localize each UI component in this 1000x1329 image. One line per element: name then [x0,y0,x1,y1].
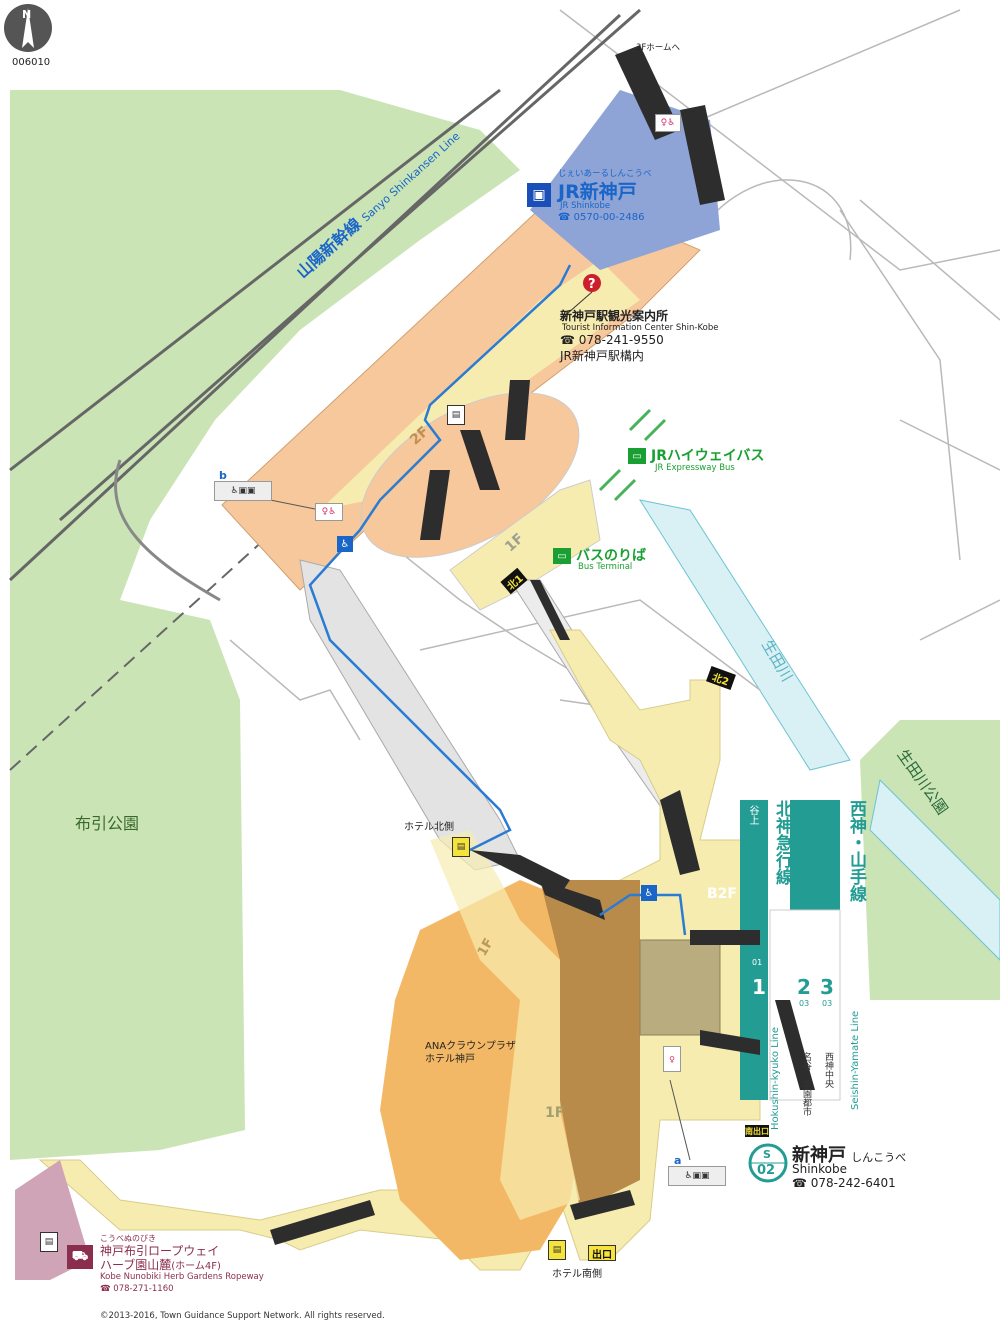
phone-icon: ☎ [560,333,579,347]
platform-2-code: 03 [799,999,810,1008]
hokushin-line-bar [740,800,768,1100]
platform-1-number: 1 [752,975,766,999]
subway-code-num: 02 [757,1163,776,1178]
jr-station-kana: じぇいあーるしんこうべ [558,169,652,179]
hotel-tower [540,880,640,1210]
info-center-name-en: Tourist Information Center Shin-Kobe [562,323,719,333]
restroom-icon-b2f: ♀ [663,1046,681,1072]
concourse-1f [449,479,601,611]
facility-b-icons[interactable]: ♿▣▣ [214,481,272,501]
facility-a-label: a [674,1154,682,1167]
ropeway-sub-name: ハーブ園山麓 [100,1258,172,1272]
platform-1-code: 01 [752,958,763,967]
to-3f-platform-label: 3Fホームへ [636,43,681,53]
nunobiki-park-area [10,90,520,1160]
jr-gate-area [530,90,720,270]
ropeway-name[interactable]: 神戸布引ロープウェイ [100,1244,220,1258]
ikuta-river [638,499,851,771]
ropeway-phone: ☎ 078-271-1160 [100,1284,174,1294]
hokushin-line-label[interactable]: 北神急行線 [772,800,792,885]
platform-3-number: 3 [820,975,834,999]
exit-south-badge[interactable]: 南出口 [745,1125,769,1137]
svg-text:?: ? [588,277,596,292]
wheelchair-icon-2f: ♿ [337,536,353,552]
subway-concourse-box [639,939,721,1036]
ropeway-kana: こうべぬのびき [100,1234,156,1243]
platform-3-destination: 西神中央 [823,1052,833,1088]
phone-icon: ☎ [100,1284,114,1294]
info-marker[interactable] [583,274,601,292]
platform-2-number: 2 [797,975,811,999]
subway-code-line: S [763,1148,771,1161]
restroom-icon: ♀♿ [315,503,343,521]
floor-1f-south-label: 1F [545,1105,565,1121]
seishin-line-bar [790,800,840,910]
nunobiki-park-label: 布引公園 [75,814,140,833]
info-center-phone: ☎ 078-241-9550 [560,333,664,347]
ropeway-sub-floor: (ホーム4F) [171,1261,221,1272]
ropeway-name-en: Kobe Nunobiki Herb Gardens Ropeway [100,1272,264,1282]
subway-station-phone-number: 078-242-6401 [810,1176,896,1190]
jr-station-name[interactable]: JR新神戸 [558,181,637,203]
seishin-line-en: Seishin-Yamate Line [850,1010,861,1110]
ikuta-river-lower [869,778,1000,961]
elevator-icon-ropeway[interactable]: ▤ [40,1232,58,1252]
elevator-icon-2f[interactable]: ▤ [447,405,465,425]
exit-badge[interactable]: 出口 [588,1245,616,1261]
compass-north-label: N [22,8,32,21]
jr-train-icon[interactable]: ▣ [527,183,551,207]
phone-icon: ☎ [558,212,574,223]
info-center-phone-number: 078-241-9550 [578,333,664,347]
hotel-south-label: ホテル南側 [552,1269,602,1280]
bus-icon: ▭ [628,448,646,464]
phone-icon: ☎ [792,1176,811,1190]
platform-2-destination: 名谷 学園都市 [801,1052,811,1116]
map-code: 006010 [12,57,51,68]
jr-station-phone: ☎ 0570-00-2486 [558,212,644,223]
hokushin-line-en: Hokushin-kyuko Line [770,1027,781,1130]
subway-station-name-en: Shinkobe [792,1162,848,1176]
jr-station-phone-number: 0570-00-2486 [573,212,645,223]
ropeway-sub: ハーブ園山麓(ホーム4F) [100,1256,221,1273]
facility-b-label: b [219,469,227,482]
platform-3-code: 03 [822,999,833,1008]
subway-station-phone: ☎ 078-242-6401 [792,1176,896,1190]
wheelchair-icon-b2f: ♿ [641,885,657,901]
subway-station-kana: しんこうべ [851,1151,907,1164]
info-center-location: JR新神戸駅構内 [560,349,644,363]
floor-b2f-label: B2F [707,886,737,902]
facility-a-icons[interactable]: ♿▣▣ [668,1166,726,1186]
subway-station-name-ja: 新神戸 [792,1145,846,1166]
elevator-icon-hotel-north[interactable]: ▤ [452,837,470,857]
bus-terminal-icon: ▭ [553,548,571,564]
elevator-icon-hotel-south[interactable]: ▤ [548,1240,566,1260]
info-center-name[interactable]: 新神戸駅観光案内所 [560,309,669,323]
restroom-icon-jr: ♀♿ [655,114,681,132]
copyright: ©2013-2016, Town Guidance Support Networ… [100,1311,385,1321]
bus-terminal-label[interactable]: バスのりば [576,548,646,564]
expressway-bus-label[interactable]: JRハイウェイバス [651,448,765,464]
hotel-name-line2[interactable]: ホテル神戸 [425,1054,475,1065]
ropeway-phone-number: 078-271-1160 [113,1284,174,1294]
hotel-name-line1[interactable]: ANAクラウンプラザ [425,1041,516,1052]
ropeway-icon[interactable]: ⛟ [67,1245,93,1269]
hotel-1f-floor [430,830,580,1220]
subway-station-name[interactable]: 新神戸 しんこうべ [792,1141,906,1167]
jr-station-name-en: JR Shinkobe [560,201,611,211]
hokushin-line-dir: 谷上 [747,805,758,825]
walkway-to-hotel [299,559,521,871]
bus-terminal-en: Bus Terminal [578,562,633,572]
expressway-bus-en: JR Expressway Bus [655,463,735,473]
seishin-line-label[interactable]: 西神・山手線 [846,800,866,902]
hotel-north-label: ホテル北側 [404,822,454,833]
